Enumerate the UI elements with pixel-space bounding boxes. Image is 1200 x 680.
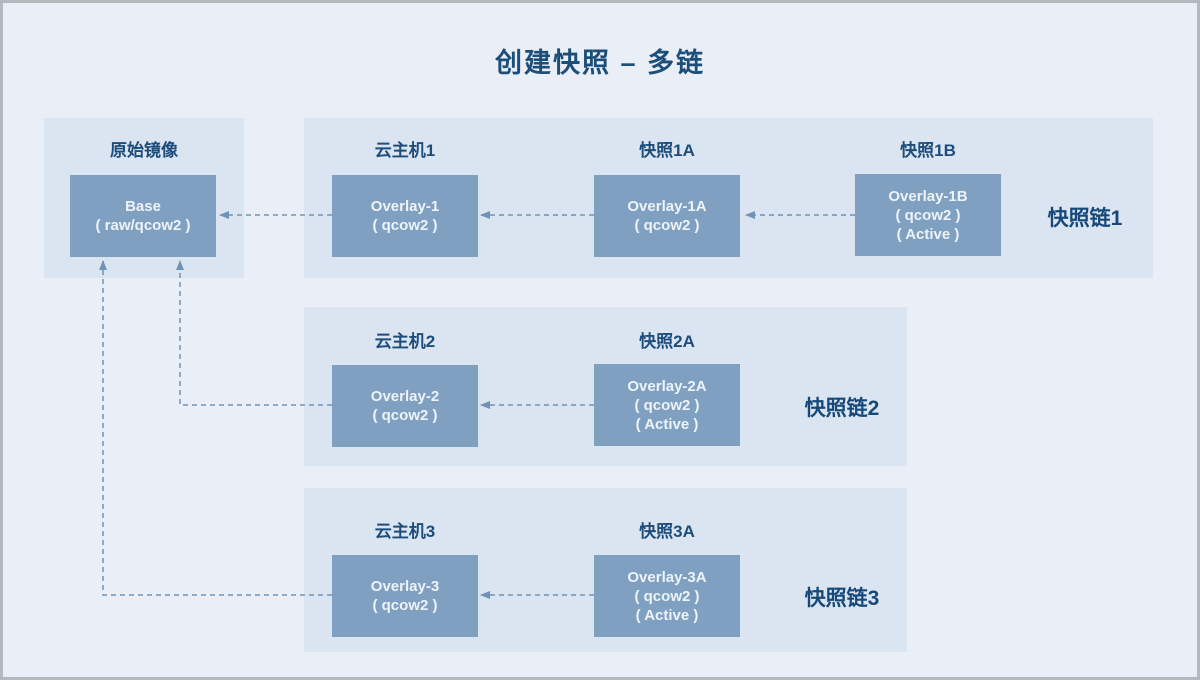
node-line: Overlay-2 bbox=[370, 388, 440, 405]
node-line: ( qcow2 ) bbox=[634, 587, 700, 605]
chain2-snap2a-header: 快照2A bbox=[639, 332, 695, 351]
chain1-snap1a-header: 快照1A bbox=[639, 141, 695, 160]
node-line: Overlay-3 bbox=[370, 578, 440, 595]
base-panel-label: 原始镜像 bbox=[110, 141, 178, 160]
node-base: Base ( raw/qcow2 ) bbox=[70, 175, 216, 257]
node-line: Overlay-3A bbox=[627, 568, 707, 586]
node-overlay-2a: Overlay-2A ( qcow2 ) ( Active ) bbox=[594, 364, 740, 446]
chain1-host-header: 云主机1 bbox=[374, 141, 436, 160]
node-line: ( Active ) bbox=[896, 225, 960, 243]
chain1-label: 快照链1 bbox=[1047, 207, 1123, 230]
node-line: Overlay-1A bbox=[627, 198, 707, 215]
node-overlay-2: Overlay-2 ( qcow2 ) bbox=[332, 365, 478, 447]
node-overlay-3: Overlay-3 ( qcow2 ) bbox=[332, 555, 478, 637]
node-line: ( qcow2 ) bbox=[895, 206, 961, 224]
node-line: ( Active ) bbox=[635, 606, 699, 624]
chain3-snap3a-header: 快照3A bbox=[639, 522, 695, 541]
node-line: Overlay-2A bbox=[627, 377, 707, 395]
node-line: Base bbox=[125, 198, 161, 215]
node-line: ( raw/qcow2 ) bbox=[95, 217, 191, 234]
node-line: Overlay-1B bbox=[888, 187, 968, 205]
chain2-label: 快照链2 bbox=[804, 397, 880, 420]
node-overlay-1: Overlay-1 ( qcow2 ) bbox=[332, 175, 478, 257]
node-line: ( qcow2 ) bbox=[372, 217, 438, 234]
node-overlay-1b: Overlay-1B ( qcow2 ) ( Active ) bbox=[855, 174, 1001, 256]
node-line: ( Active ) bbox=[635, 415, 699, 433]
node-line: ( qcow2 ) bbox=[372, 597, 438, 614]
chain3-host-header: 云主机3 bbox=[374, 522, 436, 541]
node-line: ( qcow2 ) bbox=[372, 407, 438, 424]
chain1-snap1b-header: 快照1B bbox=[900, 141, 956, 160]
slide-title: 创建快照 – 多链 bbox=[494, 48, 706, 78]
node-line: ( qcow2 ) bbox=[634, 217, 700, 234]
chain2-host-header: 云主机2 bbox=[374, 332, 436, 351]
node-overlay-1a: Overlay-1A ( qcow2 ) bbox=[594, 175, 740, 257]
arrow-overlay3-to-base bbox=[99, 260, 332, 596]
node-overlay-3a: Overlay-3A ( qcow2 ) ( Active ) bbox=[594, 555, 740, 637]
node-line: Overlay-1 bbox=[370, 198, 440, 215]
node-line: ( qcow2 ) bbox=[634, 396, 700, 414]
chain3-label: 快照链3 bbox=[804, 587, 880, 610]
